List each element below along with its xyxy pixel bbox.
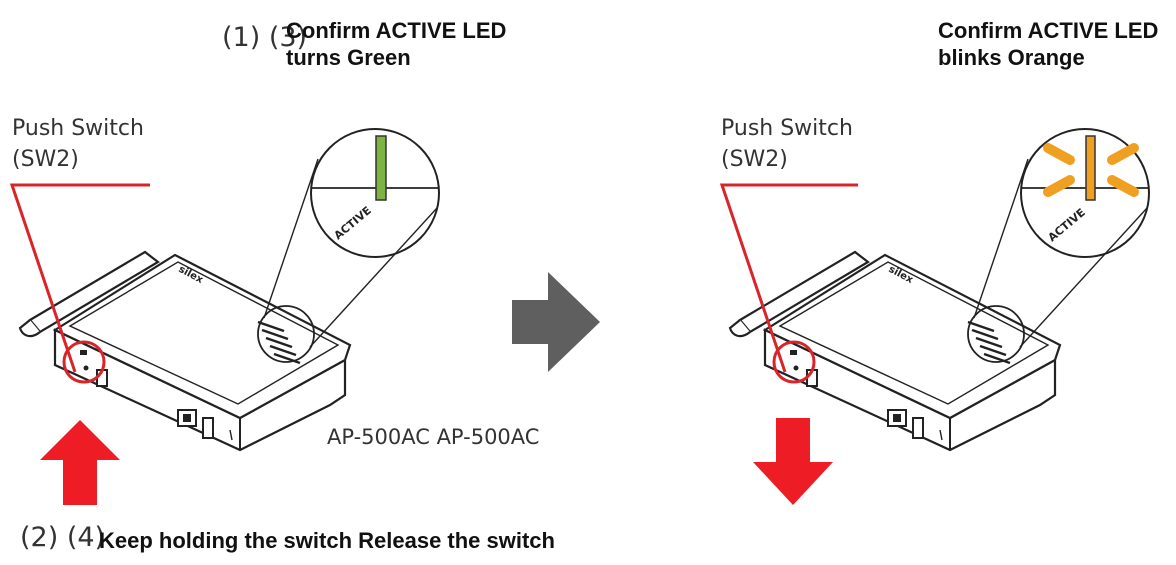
confirm-step-numbers: (1) (3) <box>222 22 308 53</box>
left-confirm-heading: Confirm ACTIVE LED turns Green <box>286 17 506 71</box>
right-switch-label: Push Switch (SW2) <box>721 113 853 175</box>
left-confirm-line1: Confirm ACTIVE LED <box>286 18 507 43</box>
right-confirm-line2: blinks Orange <box>938 45 1085 70</box>
left-led-indicator <box>375 135 387 201</box>
hold-step-numbers: (2) (4) <box>20 522 106 553</box>
bottom-instruction: Keep holding the switch Release the swit… <box>99 528 555 553</box>
right-led-indicator <box>1085 135 1096 201</box>
right-confirm-line1: Confirm ACTIVE LED <box>938 18 1159 43</box>
model-name: AP-500AC AP-500AC <box>327 425 540 449</box>
left-switch-callout <box>9 183 150 384</box>
right-switch-label-line2: (SW2) <box>721 147 788 172</box>
left-confirm-line2: turns Green <box>286 45 411 70</box>
left-device-illustration <box>18 127 441 452</box>
right-switch-label-line1: Push Switch <box>721 116 853 141</box>
left-switch-label-line1: Push Switch <box>12 116 144 141</box>
right-confirm-heading: Confirm ACTIVE LED blinks Orange <box>938 17 1158 71</box>
right-device-illustration <box>728 127 1151 452</box>
right-switch-callout <box>719 183 858 384</box>
release-down-arrow <box>753 418 833 505</box>
transition-arrow <box>512 272 600 372</box>
left-switch-label: Push Switch (SW2) <box>12 113 144 175</box>
left-switch-label-line2: (SW2) <box>12 147 79 172</box>
push-up-arrow <box>40 420 120 505</box>
blink-rays <box>1043 143 1139 197</box>
